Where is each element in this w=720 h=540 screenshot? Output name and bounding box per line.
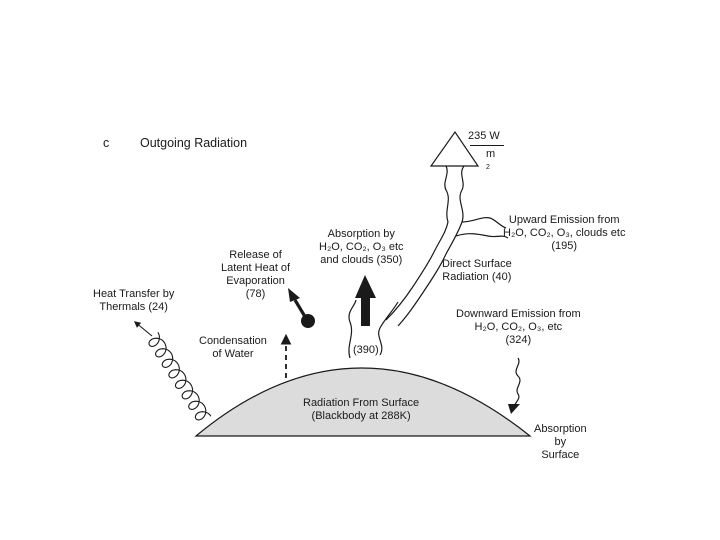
direct-surface-band-a (385, 221, 449, 321)
upward-emission-band-a (461, 216, 507, 229)
downward-emission-arrow (513, 357, 521, 407)
outgoing-fraction-bar (470, 145, 504, 146)
outgoing-radiation-arrow (429, 130, 480, 167)
downward-emission-label: Downward Emission from H₂O, CO₂, O₃, etc… (456, 308, 581, 346)
outgoing-column-right (459, 165, 465, 223)
latent-heat-dot (301, 314, 315, 328)
absorption-arrow-shaft (361, 296, 370, 326)
downward-gases-text: H₂O, CO₂, O₃, etc (474, 321, 563, 333)
absorption-arrowhead (355, 275, 376, 298)
upward-emission-band-b (455, 233, 509, 239)
absorption-gases-text: H₂O, CO₂, O₃ etc (319, 241, 404, 253)
radiation-surface-label: Radiation From Surface (Blackbody at 288… (303, 397, 420, 422)
latent-heat-arrowhead (288, 288, 300, 302)
direct-surface-band-b (397, 221, 463, 327)
diagram-title: Outgoing Radiation (140, 136, 248, 150)
heat-transfer-label: Heat Transfer by Thermals (24) (93, 288, 175, 313)
surface-390-label: (390) (353, 344, 379, 356)
absorption-label: Absorption by H₂O, CO₂, O₃ etc and cloud… (319, 228, 404, 266)
upward-emission-label: Upward Emission from H₂O, CO₂, O₃, cloud… (503, 214, 626, 252)
downward-emission-arrowhead (508, 404, 520, 414)
thermals-coil-arrow (148, 332, 212, 421)
thermals-arrow-tip (133, 321, 153, 337)
surface-radiation-channel-left (348, 299, 357, 359)
surface-radiation-channel-right (378, 301, 399, 356)
panel-letter: c (103, 136, 110, 150)
latent-heat-label: Release of Latent Heat of Evaporation (7… (221, 249, 291, 300)
outgoing-value-label: 235 W (468, 130, 500, 142)
outgoing-column-left (444, 165, 449, 223)
earth-surface-dome (194, 367, 532, 437)
direct-surface-label: Direct Surface Radiation (40) (442, 258, 512, 283)
absorption-surface-label: Absorption by Surface (534, 423, 587, 461)
upward-gases-text: H₂O, CO₂, O₃, clouds etc (503, 227, 626, 239)
condensation-label: Condensation of Water (199, 335, 267, 360)
